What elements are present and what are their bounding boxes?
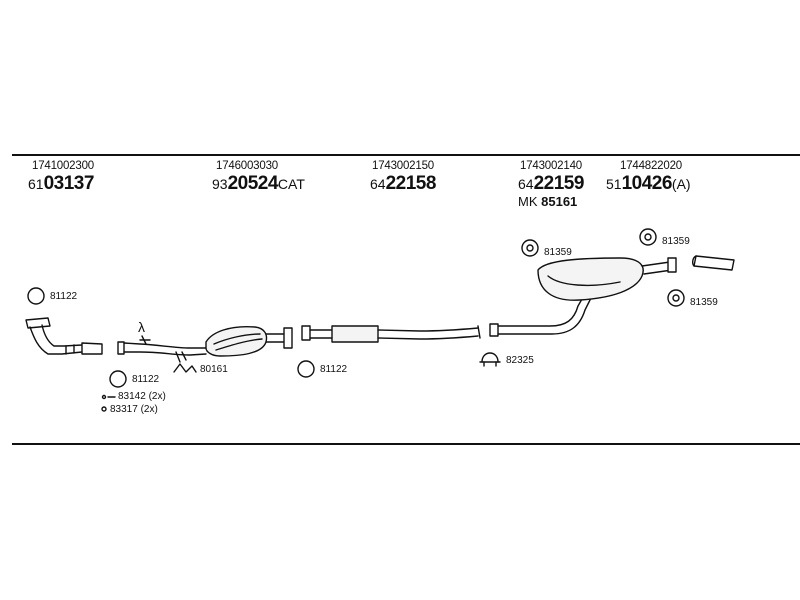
- lambda-label: λ: [138, 319, 145, 335]
- mount-top-label: 81359: [662, 236, 690, 247]
- mount-right-label: 81359: [690, 297, 718, 308]
- part-prefix-1: 61: [28, 176, 44, 192]
- rubber-mount-top-icon: [639, 228, 657, 246]
- clamp-ring-mid: [297, 360, 315, 378]
- oe-number-4: 1743002140: [520, 160, 582, 172]
- mounting-kit-main: 85161: [541, 194, 578, 209]
- oe-number-1: 1741002300: [32, 160, 94, 172]
- mounting-kit-number: MK 85161: [518, 194, 577, 209]
- clamp-cat-label: 81122: [132, 374, 160, 385]
- part-number-5: 5110426(A): [606, 173, 691, 195]
- mount-left-label: 81359: [544, 247, 572, 258]
- oe-number-5: 1744822020: [620, 160, 682, 172]
- u-clamp-icon: [479, 352, 501, 367]
- u-clamp-label: 82325: [506, 355, 534, 366]
- part-main-3: 22158: [385, 173, 437, 194]
- hanger-label: 80161: [200, 364, 228, 375]
- mounting-kit-prefix: MK: [518, 194, 538, 209]
- bottom-divider: [12, 443, 800, 445]
- oe-number-2: 1746003030: [216, 160, 278, 172]
- rear-silencer: [537, 257, 677, 301]
- clamp-mid-label: 81122: [320, 364, 348, 375]
- nut-icon: [101, 406, 107, 412]
- part-main-1: 03137: [43, 173, 95, 194]
- bolt-icon: [101, 394, 116, 400]
- part-prefix-2: 93: [212, 176, 228, 192]
- part-prefix-3: 64: [370, 176, 386, 192]
- nut-label: 83317 (2x): [110, 404, 158, 415]
- part-main-4: 22159: [533, 173, 585, 194]
- rubber-mount-left-icon: [521, 239, 539, 257]
- part-main-5: 10426: [621, 173, 673, 194]
- clamp-front-label: 81122: [50, 291, 78, 302]
- part-prefix-5: 51: [606, 176, 622, 192]
- hanger-bracket-icon: [173, 363, 197, 373]
- clamp-ring-front: [27, 287, 45, 305]
- part-number-1: 6103137: [28, 173, 94, 195]
- rubber-mount-right-icon: [667, 289, 685, 307]
- top-divider: [12, 154, 800, 156]
- part-main-2: 20524: [227, 173, 279, 194]
- part-number-2: 9320524CAT: [212, 173, 305, 195]
- lambda-sensor: [139, 335, 151, 345]
- tail-pipe-trim: [691, 255, 735, 271]
- catalytic-converter: [117, 325, 293, 363]
- middle-silencer: [301, 325, 481, 343]
- clamp-ring-cat: [109, 370, 127, 388]
- rear-pipe: [489, 291, 593, 337]
- oe-number-3: 1743002150: [372, 160, 434, 172]
- part-number-3: 6422158: [370, 173, 436, 195]
- part-suffix-2: CAT: [277, 176, 305, 192]
- part-prefix-4: 64: [518, 176, 534, 192]
- part-suffix-5: (A): [671, 176, 691, 192]
- part-number-4: 6422159: [518, 173, 584, 195]
- bolt-label: 83142 (2x): [118, 391, 166, 402]
- front-pipe: [25, 317, 103, 355]
